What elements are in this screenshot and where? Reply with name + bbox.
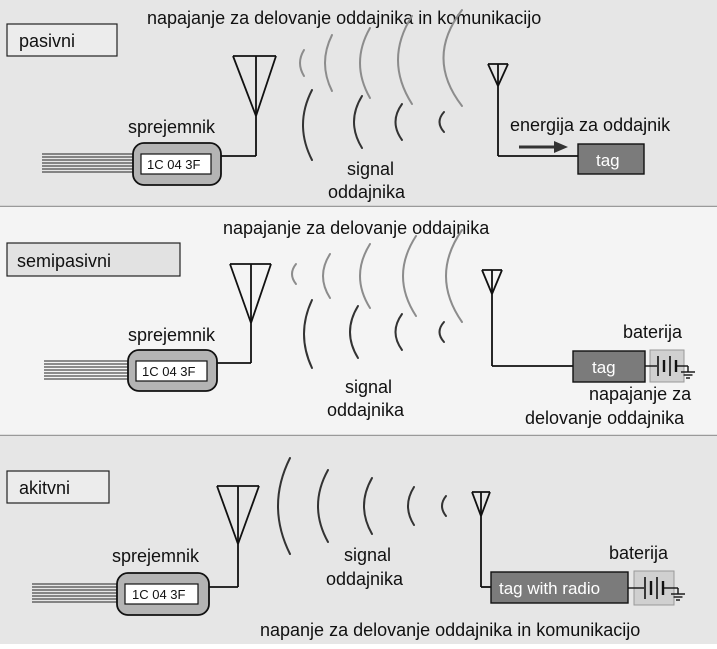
tag-label: tag	[596, 151, 620, 170]
type-label-box	[6, 242, 181, 277]
type-label: pasivni	[19, 31, 75, 51]
reader-id: 1C 04 3F	[142, 364, 196, 379]
reader-antenna-icon	[217, 263, 272, 364]
panel-passive: pasivni napajanje za delovanje oddajnika…	[6, 8, 671, 202]
signal-label-2: oddajnika	[326, 569, 404, 589]
tag-box	[577, 143, 645, 175]
power-label-1: napajanje za	[589, 384, 692, 404]
reader-cable-icon	[32, 583, 119, 603]
reader-cable-icon	[42, 153, 134, 173]
reader-label: sprejemnik	[112, 546, 200, 566]
bottom-label: napanje za delovanje oddajnika in komuni…	[260, 620, 640, 640]
signal-label-1: signal	[347, 159, 394, 179]
reader-display	[124, 583, 199, 605]
panel-active: akitvni sprejemnik 1C 04 3F	[6, 457, 685, 640]
panel-semipassive: semipasivni napajanje za delovanje oddaj…	[6, 218, 695, 428]
signal-label-2: oddajnika	[328, 182, 406, 202]
battery-icon	[628, 570, 685, 606]
signal-waves-icon	[277, 457, 447, 555]
reader-display	[135, 360, 208, 382]
reader-display	[140, 153, 212, 175]
signal-label-2: oddajnika	[327, 400, 405, 420]
battery-icon	[645, 349, 695, 383]
tag-antenna-icon	[481, 269, 573, 367]
reader-antenna-icon	[209, 485, 260, 588]
signal-waves-icon	[299, 9, 463, 161]
tag-antenna-icon	[487, 63, 578, 157]
tag-antenna-icon	[471, 491, 491, 588]
energy-label: energija za oddajnik	[510, 115, 671, 135]
reader-label: sprejemnik	[128, 325, 216, 345]
power-label-2: delovanje oddajnika	[525, 408, 685, 428]
reader-label: sprejemnik	[128, 117, 216, 137]
signal-label-1: signal	[345, 377, 392, 397]
type-label: semipasivni	[17, 251, 111, 271]
type-label: akitvni	[19, 478, 70, 498]
battery-label: baterija	[623, 322, 683, 342]
panel-active-bg	[0, 436, 717, 644]
signal-label-1: signal	[344, 545, 391, 565]
energy-arrow-icon	[519, 141, 568, 153]
reader-id: 1C 04 3F	[132, 587, 186, 602]
type-label-box	[6, 470, 110, 504]
reader-antenna-icon	[220, 55, 277, 157]
signal-waves-icon	[291, 229, 463, 369]
top-label: napajanje za delovanje oddajnika	[223, 218, 490, 238]
tag-label: tag	[592, 358, 616, 377]
tag-label: tag with radio	[499, 579, 600, 598]
reader-cable-icon	[44, 360, 133, 380]
battery-label: baterija	[609, 543, 669, 563]
type-label-box	[6, 23, 118, 57]
top-label: napajanje za delovanje oddajnika in komu…	[147, 8, 541, 28]
reader-id: 1C 04 3F	[147, 157, 201, 172]
